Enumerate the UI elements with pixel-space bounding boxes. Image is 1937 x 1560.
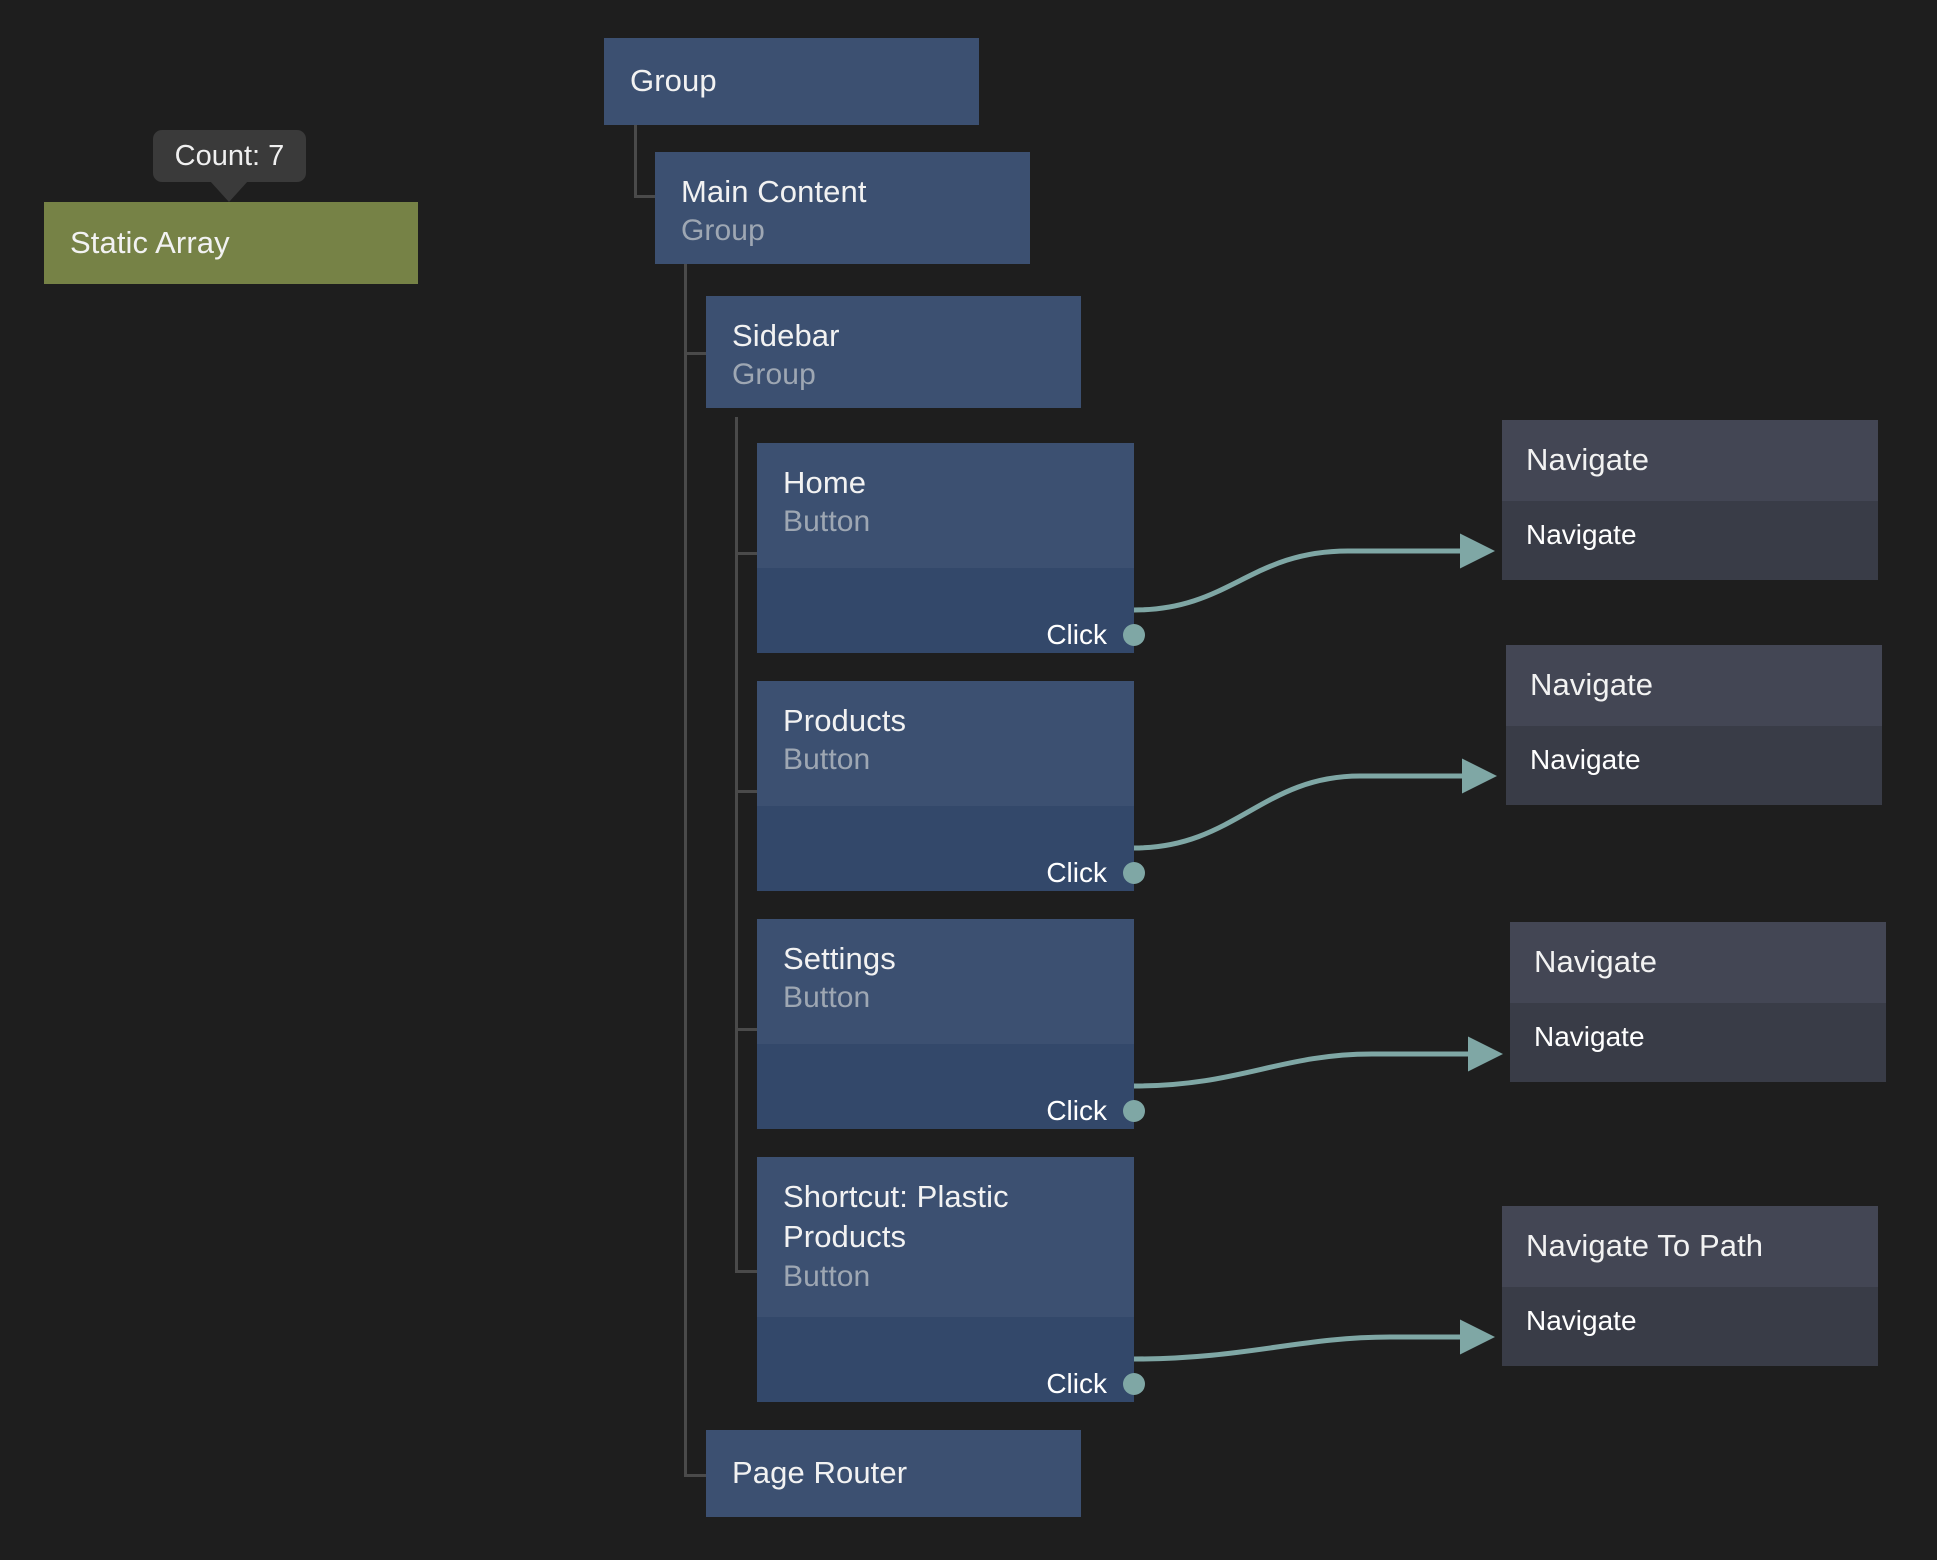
node-action-navigate-to-path[interactable]: Navigate To Path Navigate bbox=[1502, 1206, 1878, 1366]
settings-click-port[interactable]: Click bbox=[1046, 1095, 1145, 1126]
products-subtitle: Button bbox=[783, 743, 871, 777]
home-subtitle: Button bbox=[783, 505, 871, 539]
tree-connector-sidebar-pagerouter bbox=[684, 1474, 706, 1477]
sidebar-subtitle: Group bbox=[732, 358, 816, 392]
settings-click-port-dot[interactable] bbox=[1123, 1100, 1145, 1122]
node-button-home[interactable]: Home Button Click bbox=[757, 443, 1145, 653]
home-click-port[interactable]: Click bbox=[1046, 619, 1145, 650]
node-action-navigate-1[interactable]: Navigate Navigate bbox=[1502, 420, 1878, 580]
products-body: Click bbox=[757, 806, 1145, 891]
node-static-array[interactable]: Static Array bbox=[44, 202, 418, 284]
tree-connector-products bbox=[735, 790, 757, 793]
navigate-3-input-port[interactable]: Navigate bbox=[1534, 1021, 1645, 1052]
products-title: Products bbox=[783, 703, 907, 738]
products-click-label: Click bbox=[1046, 857, 1107, 888]
edge-home-to-navigate bbox=[1133, 533, 1496, 613]
count-tooltip: Count: 7 bbox=[153, 130, 306, 182]
shortcut-subtitle: Button bbox=[783, 1259, 871, 1293]
settings-body: Click bbox=[757, 1044, 1145, 1129]
shortcut-click-port-dot[interactable] bbox=[1123, 1373, 1145, 1395]
node-button-shortcut-plastic-products[interactable]: Shortcut: Plastic Products Button Click bbox=[757, 1157, 1145, 1402]
edge-products-to-navigate bbox=[1133, 758, 1498, 851]
tree-connector-main-horizontal bbox=[684, 352, 706, 355]
shortcut-title: Shortcut: Plastic Products bbox=[783, 1179, 1009, 1255]
node-main-content[interactable]: Main Content Group bbox=[655, 152, 1030, 264]
settings-click-label: Click bbox=[1046, 1095, 1107, 1126]
main-content-subtitle: Group bbox=[681, 214, 765, 248]
navigate-2-input-port[interactable]: Navigate bbox=[1530, 744, 1641, 775]
shortcut-body: Click bbox=[757, 1317, 1145, 1402]
tree-connector-home bbox=[735, 552, 757, 555]
home-click-label: Click bbox=[1046, 619, 1107, 650]
navigate-2-header: Navigate bbox=[1506, 645, 1882, 726]
settings-title: Settings bbox=[783, 941, 896, 976]
navigate-3-title: Navigate bbox=[1534, 944, 1658, 980]
settings-subtitle: Button bbox=[783, 981, 871, 1015]
navigate-1-input-port[interactable]: Navigate bbox=[1526, 519, 1637, 550]
sidebar-title: Sidebar bbox=[732, 318, 840, 353]
shortcut-header: Shortcut: Plastic Products Button bbox=[757, 1157, 1134, 1317]
navigate-1-header: Navigate bbox=[1502, 420, 1878, 501]
node-group-root[interactable]: Group bbox=[604, 38, 979, 125]
main-content-title: Main Content bbox=[681, 174, 867, 209]
tree-connector-buttons-vertical bbox=[735, 417, 738, 1272]
navigate-3-header: Navigate bbox=[1510, 922, 1886, 1003]
navigate-2-body: Navigate bbox=[1506, 726, 1882, 805]
node-button-settings[interactable]: Settings Button Click bbox=[757, 919, 1145, 1129]
navigate-to-path-body: Navigate bbox=[1502, 1287, 1878, 1366]
navigate-1-title: Navigate bbox=[1526, 442, 1650, 478]
navigate-3-body: Navigate bbox=[1510, 1003, 1886, 1082]
navigate-to-path-title: Navigate To Path bbox=[1526, 1228, 1764, 1264]
home-header: Home Button bbox=[757, 443, 1134, 568]
count-tooltip-arrow bbox=[210, 181, 248, 202]
sidebar-header: Sidebar Group bbox=[706, 296, 1081, 408]
navigate-1-body: Navigate bbox=[1502, 501, 1878, 580]
tree-connector-shortcut bbox=[735, 1270, 757, 1273]
tree-connector-main-vertical bbox=[684, 218, 687, 355]
static-array-title: Static Array bbox=[70, 224, 230, 260]
products-header: Products Button bbox=[757, 681, 1134, 806]
group-root-title: Group bbox=[630, 63, 717, 99]
products-click-port-dot[interactable] bbox=[1123, 862, 1145, 884]
tree-connector-root-vertical bbox=[634, 125, 637, 198]
node-page-router[interactable]: Page Router bbox=[706, 1430, 1081, 1517]
shortcut-click-port[interactable]: Click bbox=[1046, 1368, 1145, 1399]
navigate-2-title: Navigate bbox=[1530, 667, 1654, 703]
edge-settings-to-navigate bbox=[1133, 1036, 1504, 1089]
home-body: Click bbox=[757, 568, 1145, 653]
main-content-header: Main Content Group bbox=[655, 152, 1030, 264]
home-click-port-dot[interactable] bbox=[1123, 624, 1145, 646]
navigate-to-path-input-port[interactable]: Navigate bbox=[1526, 1305, 1637, 1336]
tree-connector-settings bbox=[735, 1028, 757, 1031]
home-title: Home bbox=[783, 465, 867, 500]
page-router-title: Page Router bbox=[732, 1455, 908, 1491]
tree-connector-sidebar-vertical bbox=[684, 352, 687, 1477]
node-action-navigate-2[interactable]: Navigate Navigate bbox=[1506, 645, 1882, 805]
shortcut-click-label: Click bbox=[1046, 1368, 1107, 1399]
node-button-products[interactable]: Products Button Click bbox=[757, 681, 1145, 891]
node-action-navigate-3[interactable]: Navigate Navigate bbox=[1510, 922, 1886, 1082]
tree-connector-root-horizontal bbox=[634, 195, 656, 198]
settings-header: Settings Button bbox=[757, 919, 1134, 1044]
node-sidebar[interactable]: Sidebar Group bbox=[706, 296, 1081, 408]
navigate-to-path-header: Navigate To Path bbox=[1502, 1206, 1878, 1287]
edge-shortcut-to-navigate-to-path bbox=[1133, 1319, 1496, 1362]
products-click-port[interactable]: Click bbox=[1046, 857, 1145, 888]
